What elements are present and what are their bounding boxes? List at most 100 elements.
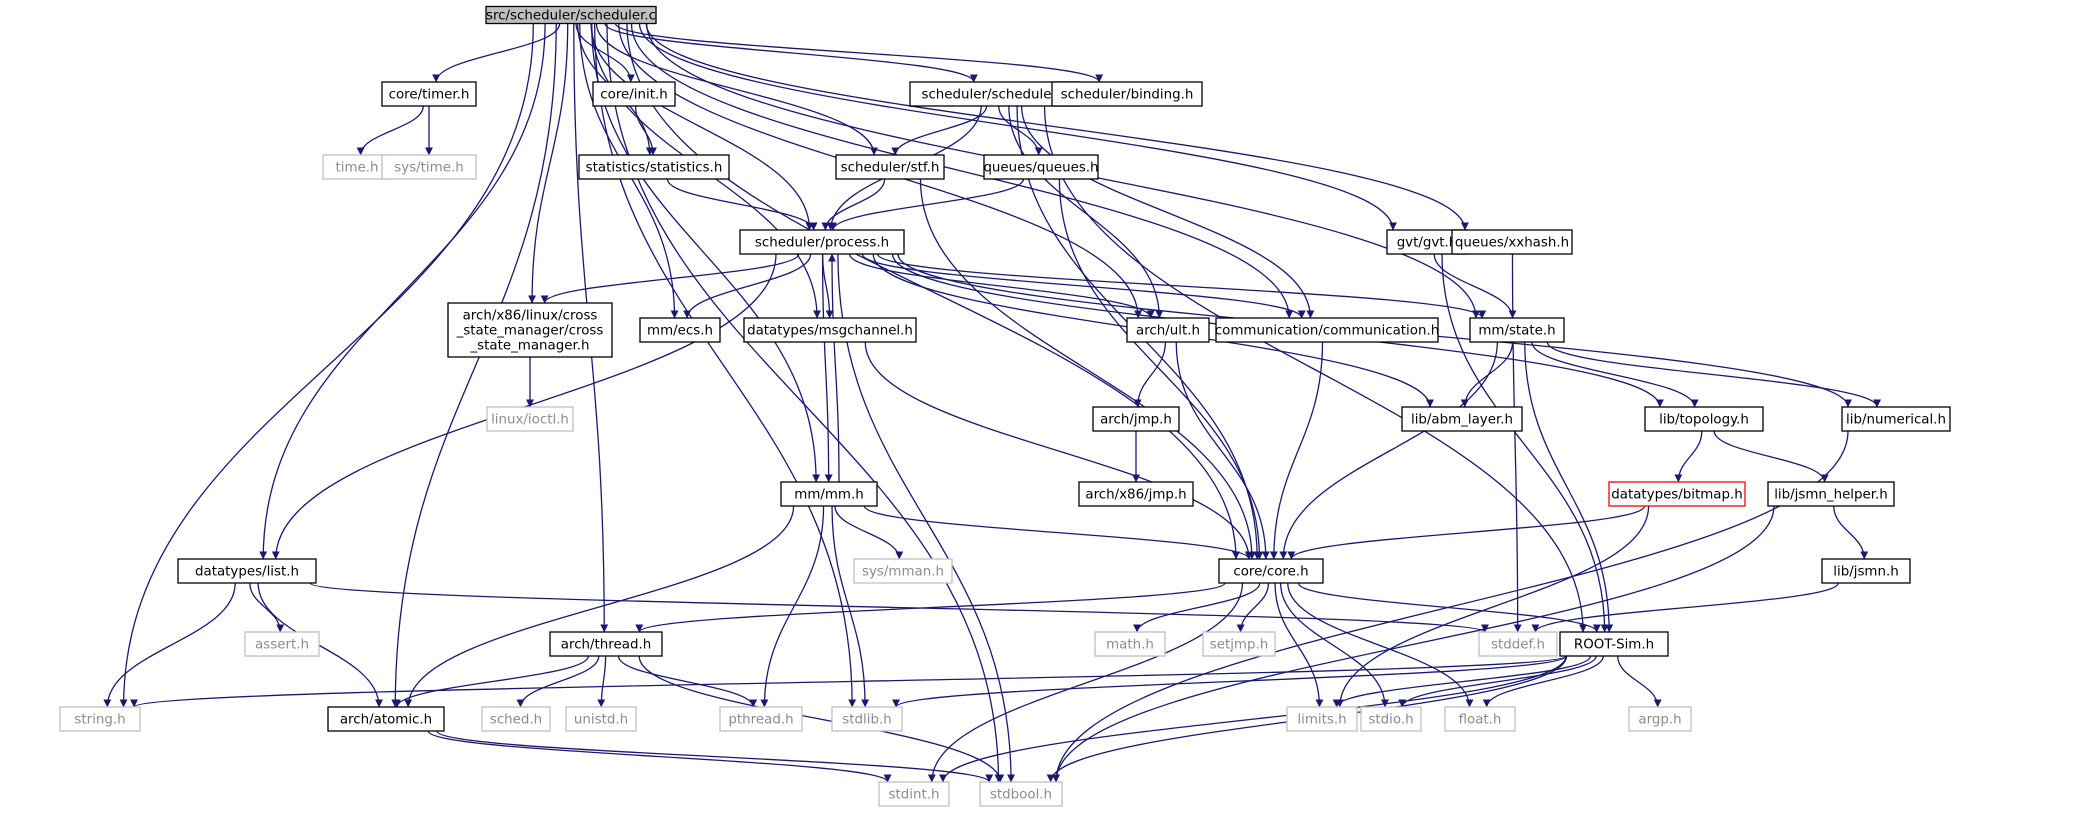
node-root[interactable]: src/scheduler/scheduler.c bbox=[485, 5, 657, 25]
node-jsmnhelper[interactable]: lib/jsmn_helper.h bbox=[1767, 481, 1895, 507]
edge-root-to-stdbool bbox=[606, 23, 1003, 783]
node-csm[interactable]: arch/x86/linux/cross_state_manager/cross… bbox=[447, 302, 613, 358]
edge-jsmnhelper-to-jsmn bbox=[1833, 505, 1869, 560]
node-rootsim-label: ROOT-Sim.h bbox=[1574, 638, 1654, 653]
node-ult[interactable]: arch/ult.h bbox=[1126, 317, 1210, 343]
edge-root-to-list bbox=[259, 23, 546, 560]
node-stdlib: stdlib.h bbox=[831, 706, 903, 732]
edge-root-to-schedh bbox=[604, 23, 978, 83]
node-limits-label: limits.h bbox=[1297, 713, 1346, 728]
node-jsmn[interactable]: lib/jsmn.h bbox=[1821, 558, 1911, 584]
node-limits-box bbox=[1286, 706, 1358, 732]
edge-jsmn-to-stddef bbox=[1531, 582, 1839, 633]
edge-ult-to-core bbox=[1175, 341, 1270, 560]
node-stddef: stddef.h bbox=[1478, 631, 1558, 657]
edge-thread-to-unistd bbox=[597, 655, 607, 708]
node-abm-box bbox=[1401, 406, 1523, 432]
edge-process-to-mm bbox=[821, 253, 833, 483]
edge-jsmnhelper-to-stdbool bbox=[1052, 505, 1775, 783]
node-topology-box bbox=[1644, 406, 1764, 432]
edge-gvt-to-rootsim bbox=[1441, 253, 1609, 633]
node-atomic[interactable]: arch/atomic.h bbox=[327, 706, 445, 732]
node-queues-box bbox=[983, 154, 1099, 180]
edge-mm-to-sysmman bbox=[834, 505, 904, 560]
edge-mm-to-atomic bbox=[404, 505, 795, 708]
node-binding-box bbox=[1051, 81, 1203, 107]
node-init[interactable]: core/init.h bbox=[592, 81, 676, 107]
edge-process-to-csm bbox=[540, 253, 800, 304]
edge-thread-to-pthread bbox=[617, 655, 758, 708]
edge-root-to-process bbox=[590, 23, 814, 231]
node-ioctl: linux/ioctl.h bbox=[486, 406, 574, 432]
node-ecs[interactable]: mm/ecs.h bbox=[639, 317, 721, 343]
node-list[interactable]: datatypes/list.h bbox=[177, 558, 317, 584]
edge-atomic-to-stdint bbox=[427, 730, 892, 783]
edge-queues-to-core bbox=[1058, 178, 1264, 560]
edge-gvt-to-state bbox=[1433, 253, 1517, 319]
node-process[interactable]: scheduler/process.h bbox=[739, 229, 905, 255]
node-timer-box bbox=[381, 81, 477, 107]
node-rootsim[interactable]: ROOT-Sim.h bbox=[1559, 631, 1669, 657]
node-statistics-label: statistics/statistics.h bbox=[586, 161, 723, 176]
edge-comm-to-core bbox=[1269, 341, 1324, 560]
node-sysmman: sys/mman.h bbox=[853, 558, 953, 584]
edge-core-to-math bbox=[1133, 582, 1261, 633]
node-x86jmp[interactable]: arch/x86/jmp.h bbox=[1078, 481, 1194, 507]
edge-list-to-string bbox=[103, 582, 236, 708]
node-bitmap[interactable]: datatypes/bitmap.h bbox=[1608, 481, 1746, 507]
edge-rootsim-to-stdint bbox=[939, 655, 1567, 783]
node-core-label: core/core.h bbox=[1233, 565, 1308, 580]
edge-root-to-stf bbox=[595, 23, 879, 156]
node-pthread-label: pthread.h bbox=[728, 713, 793, 728]
edge-core-to-float bbox=[1287, 582, 1474, 708]
node-stdbool-label: stdbool.h bbox=[990, 788, 1052, 803]
node-jmp[interactable]: arch/jmp.h bbox=[1092, 406, 1180, 432]
node-queues[interactable]: queues/queues.h bbox=[983, 154, 1099, 180]
node-numerical[interactable]: lib/numerical.h bbox=[1841, 406, 1951, 432]
node-csm-label: _state_manager/cross bbox=[456, 324, 604, 339]
node-jsmnhelper-label: lib/jsmn_helper.h bbox=[1774, 488, 1888, 503]
node-core[interactable]: core/core.h bbox=[1218, 558, 1324, 584]
node-topology[interactable]: lib/topology.h bbox=[1644, 406, 1764, 432]
edge-rootsim-to-argp bbox=[1617, 655, 1662, 708]
node-numerical-box bbox=[1841, 406, 1951, 432]
node-mm[interactable]: mm/mm.h bbox=[780, 481, 878, 507]
node-csm-box bbox=[447, 302, 613, 358]
node-comm-box bbox=[1215, 317, 1439, 343]
node-list-box bbox=[177, 558, 317, 584]
node-timer[interactable]: core/timer.h bbox=[381, 81, 477, 107]
edge-rootsim-to-stdio bbox=[1398, 655, 1597, 708]
node-rootsim-box bbox=[1559, 631, 1669, 657]
node-msgchannel-label: datatypes/msgchannel.h bbox=[747, 324, 913, 339]
node-comm[interactable]: communication/communication.h bbox=[1215, 317, 1439, 343]
node-xxhash[interactable]: queues/xxhash.h bbox=[1451, 229, 1573, 255]
edge-schedh-to-rootsim bbox=[1043, 105, 1588, 633]
node-ult-box bbox=[1126, 317, 1210, 343]
node-float: float.h bbox=[1444, 706, 1516, 732]
edge-root-to-gvt bbox=[638, 23, 1397, 231]
node-abm[interactable]: lib/abm_layer.h bbox=[1401, 406, 1523, 432]
node-statistics[interactable]: statistics/statistics.h bbox=[578, 154, 730, 180]
node-stdbool: stdbool.h bbox=[979, 781, 1063, 807]
node-state[interactable]: mm/state.h bbox=[1469, 317, 1565, 343]
edge-rootsim-to-float bbox=[1482, 655, 1604, 708]
node-stf[interactable]: scheduler/stf.h bbox=[835, 154, 945, 180]
node-stdlib-label: stdlib.h bbox=[842, 713, 891, 728]
node-abm-label: lib/abm_layer.h bbox=[1411, 413, 1513, 428]
edge-core-to-stdio bbox=[1279, 582, 1389, 708]
node-time: time.h bbox=[322, 154, 392, 180]
edges-layer bbox=[103, 22, 1881, 783]
node-jsmnhelper-box bbox=[1767, 481, 1895, 507]
edge-root-to-comm bbox=[630, 23, 1294, 319]
edge-mm-to-pthread bbox=[760, 505, 825, 708]
node-thread[interactable]: arch/thread.h bbox=[549, 631, 663, 657]
node-ult-label: arch/ult.h bbox=[1136, 324, 1200, 339]
node-string-label: string.h bbox=[74, 713, 125, 728]
node-msgchannel[interactable]: datatypes/msgchannel.h bbox=[743, 317, 917, 343]
node-list-label: datatypes/list.h bbox=[195, 565, 299, 580]
node-binding[interactable]: scheduler/binding.h bbox=[1051, 81, 1203, 107]
node-string: string.h bbox=[59, 706, 141, 732]
node-schedh[interactable]: scheduler/scheduler.h bbox=[909, 81, 1081, 107]
node-stdlib-box bbox=[831, 706, 903, 732]
node-bitmap-box bbox=[1608, 481, 1746, 507]
